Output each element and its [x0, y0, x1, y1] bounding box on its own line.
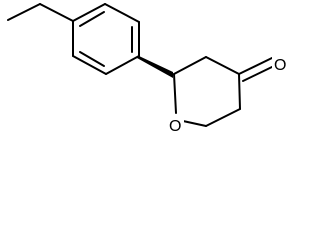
- ring-oxygen-label: O: [169, 118, 181, 135]
- benzene-bond-4: [105, 55, 140, 75]
- benzene-inner-double-3: [79, 51, 105, 67]
- carbonyl-bond-1: [238, 56, 275, 75]
- pyran-c6-o-bond: [182, 120, 207, 127]
- pyran-o-c2-bond: [173, 73, 177, 114]
- chemical-structure-canvas: O O: [7, 3, 289, 135]
- molecule-drawing: O O: [7, 3, 289, 135]
- pyran-c4-c5-bond: [238, 73, 241, 110]
- benzene-inner-double-1: [79, 11, 105, 27]
- pyran-c3-c4-bond: [205, 56, 240, 75]
- pyran-c5-c6-bond: [205, 108, 241, 127]
- carbonyl-oxygen-label: O: [274, 57, 286, 74]
- ethyl-ch2-bond: [39, 3, 74, 22]
- benzene-bond-1: [72, 3, 106, 22]
- pyran-c2-c3-bond: [173, 56, 207, 75]
- carbonyl-bond-2: [242, 65, 275, 82]
- benzene-bond-2: [104, 3, 140, 23]
- ethyl-ch3-bond: [7, 3, 41, 21]
- benzene-bond-5: [72, 55, 107, 75]
- ring-oxygen-background: [167, 116, 184, 135]
- stereo-wedge-bond: [137, 56, 173, 78]
- carbonyl-oxygen-background: [272, 55, 289, 74]
